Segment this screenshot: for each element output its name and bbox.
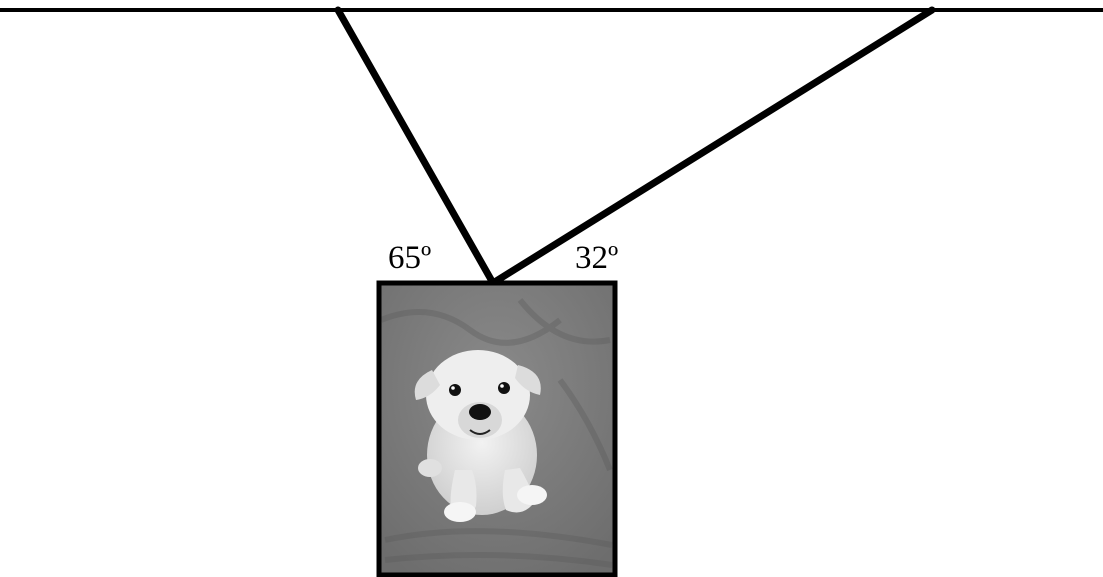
fabric-folds: [379, 298, 613, 568]
photo-frame: [376, 280, 618, 577]
left-angle-label: 65º: [388, 240, 431, 276]
framed-photo: [376, 280, 618, 577]
right-rope: [489, 6, 936, 287]
puppy-illustration: [414, 350, 547, 522]
right-angle-label: 32º: [575, 240, 618, 276]
left-rope: [334, 6, 497, 287]
